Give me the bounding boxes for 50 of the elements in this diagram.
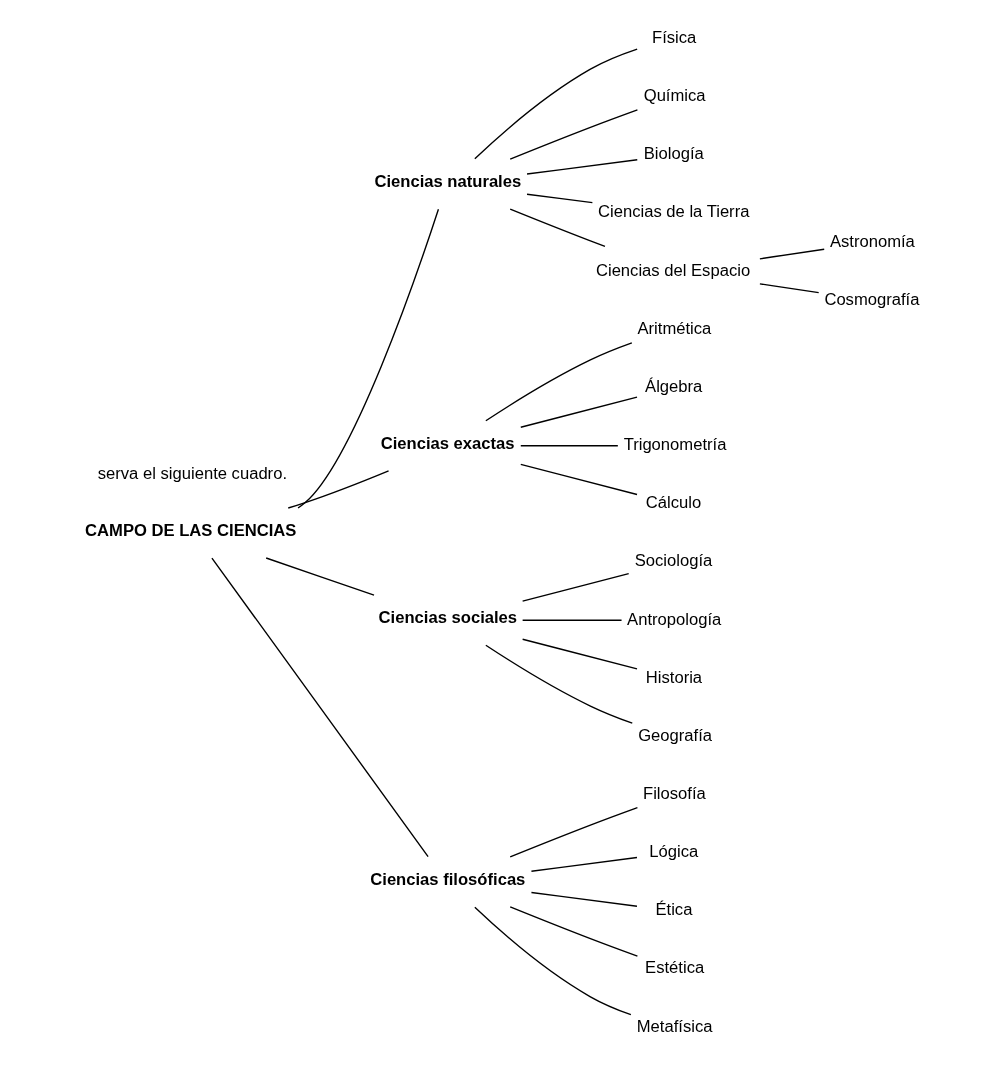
connector — [485, 644, 633, 724]
connector — [759, 283, 820, 294]
node-text: Cosmografía — [824, 289, 920, 309]
node-text: Cálculo — [645, 493, 702, 513]
connector — [485, 342, 633, 422]
connector — [520, 445, 619, 447]
node-text: Metafísica — [636, 1016, 713, 1036]
node-text: Ciencias de la Tierra — [598, 202, 750, 222]
connector — [265, 557, 375, 596]
connector — [530, 891, 638, 907]
node-text: Ciencias naturales — [374, 172, 522, 192]
node-text: Biología — [643, 144, 704, 164]
connector — [759, 248, 825, 260]
connector — [530, 856, 638, 872]
connector — [211, 557, 429, 858]
node-text: Historia — [645, 667, 703, 687]
node-text: Ciencias exactas — [380, 433, 515, 453]
node-text: Astronomía — [829, 231, 915, 251]
connector — [474, 906, 632, 1016]
node-text: CAMPO DE LAS CIENCIAS — [85, 520, 297, 540]
connector — [526, 159, 638, 175]
connector — [287, 470, 390, 509]
node-text: Estética — [645, 958, 705, 978]
connector — [297, 208, 440, 509]
connector — [509, 906, 639, 957]
connector — [521, 619, 623, 621]
connector — [474, 48, 638, 160]
node-text: Ciencias del Espacio — [595, 260, 751, 280]
connector — [526, 193, 594, 204]
connector — [520, 463, 638, 496]
connector — [509, 109, 639, 160]
node-text: Lógica — [649, 842, 699, 862]
connector — [520, 396, 638, 428]
node-text: Álgebra — [645, 376, 703, 396]
label: serva el siguiente cuadro. — [97, 464, 288, 484]
node-text: Geografía — [638, 725, 713, 745]
node-text: Ciencias sociales — [378, 608, 518, 628]
node-text: Física — [652, 28, 697, 48]
node-text: Filosofía — [643, 783, 706, 803]
node-text: Antropología — [627, 609, 722, 629]
node-text: Aritmética — [637, 318, 712, 338]
node-text: Trigonometría — [623, 435, 727, 455]
node-text: Química — [643, 86, 706, 106]
node-text: Ciencias filosóficas — [370, 869, 526, 889]
node-text: Sociología — [634, 551, 713, 571]
connector — [521, 638, 638, 670]
connector — [509, 806, 639, 858]
connector — [521, 573, 630, 602]
connector — [509, 208, 606, 248]
node-text: Ética — [655, 900, 693, 920]
